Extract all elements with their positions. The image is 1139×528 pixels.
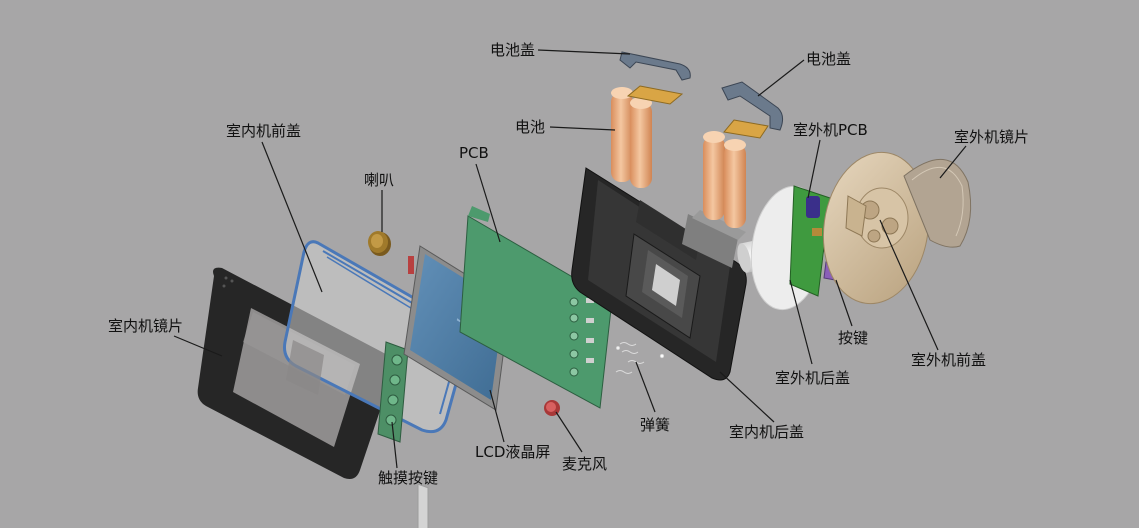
springs-part [615,342,665,374]
label-touch-buttons: 触摸按键 [378,469,439,487]
battery-pair-indoor-part [611,87,652,188]
speaker-part [368,231,391,256]
outdoor-pcb-part [789,185,831,297]
label-indoor-lens: 室内机镜片 [108,317,184,335]
label-battery-cover-2: 电池盖 [806,50,852,68]
label-battery-cover-1: 电池盖 [490,41,536,59]
outdoor-front-cover-part [822,151,930,305]
small-red-connector [408,256,414,274]
label-lcd-screen: LCD液晶屏 [475,443,551,461]
outdoor-lens-part [903,159,972,248]
label-outdoor-front-cover: 室外机前盖 [911,351,987,369]
label-spring: 弹簧 [640,416,671,434]
battery-cover-2-part [721,81,784,131]
label-outdoor-back-cover: 室外机后盖 [775,369,851,387]
leader-lines [173,49,967,469]
label-speaker: 喇叭 [364,171,395,189]
label-outdoor-pcb: 室外机PCB [793,121,868,139]
label-microphone: 麦克风 [562,455,608,473]
label-button: 按键 [838,329,869,347]
touch-buttons-part [377,341,409,443]
indoor-back-cover-part [571,167,747,381]
battery-contact-1 [626,85,684,105]
label-battery: 电池 [515,118,546,136]
pcb-part [459,206,613,409]
label-pcb: PCB [459,144,489,162]
battery-cover-1-part [619,51,691,81]
battery-pair-outdoor-part [703,131,746,228]
label-indoor-back-cover: 室内机后盖 [729,423,805,441]
label-indoor-front-cover: 室内机前盖 [226,122,302,140]
label-outdoor-lens: 室外机镜片 [954,128,1030,146]
battery-contact-2 [723,119,769,139]
camera-module-part [682,210,746,268]
